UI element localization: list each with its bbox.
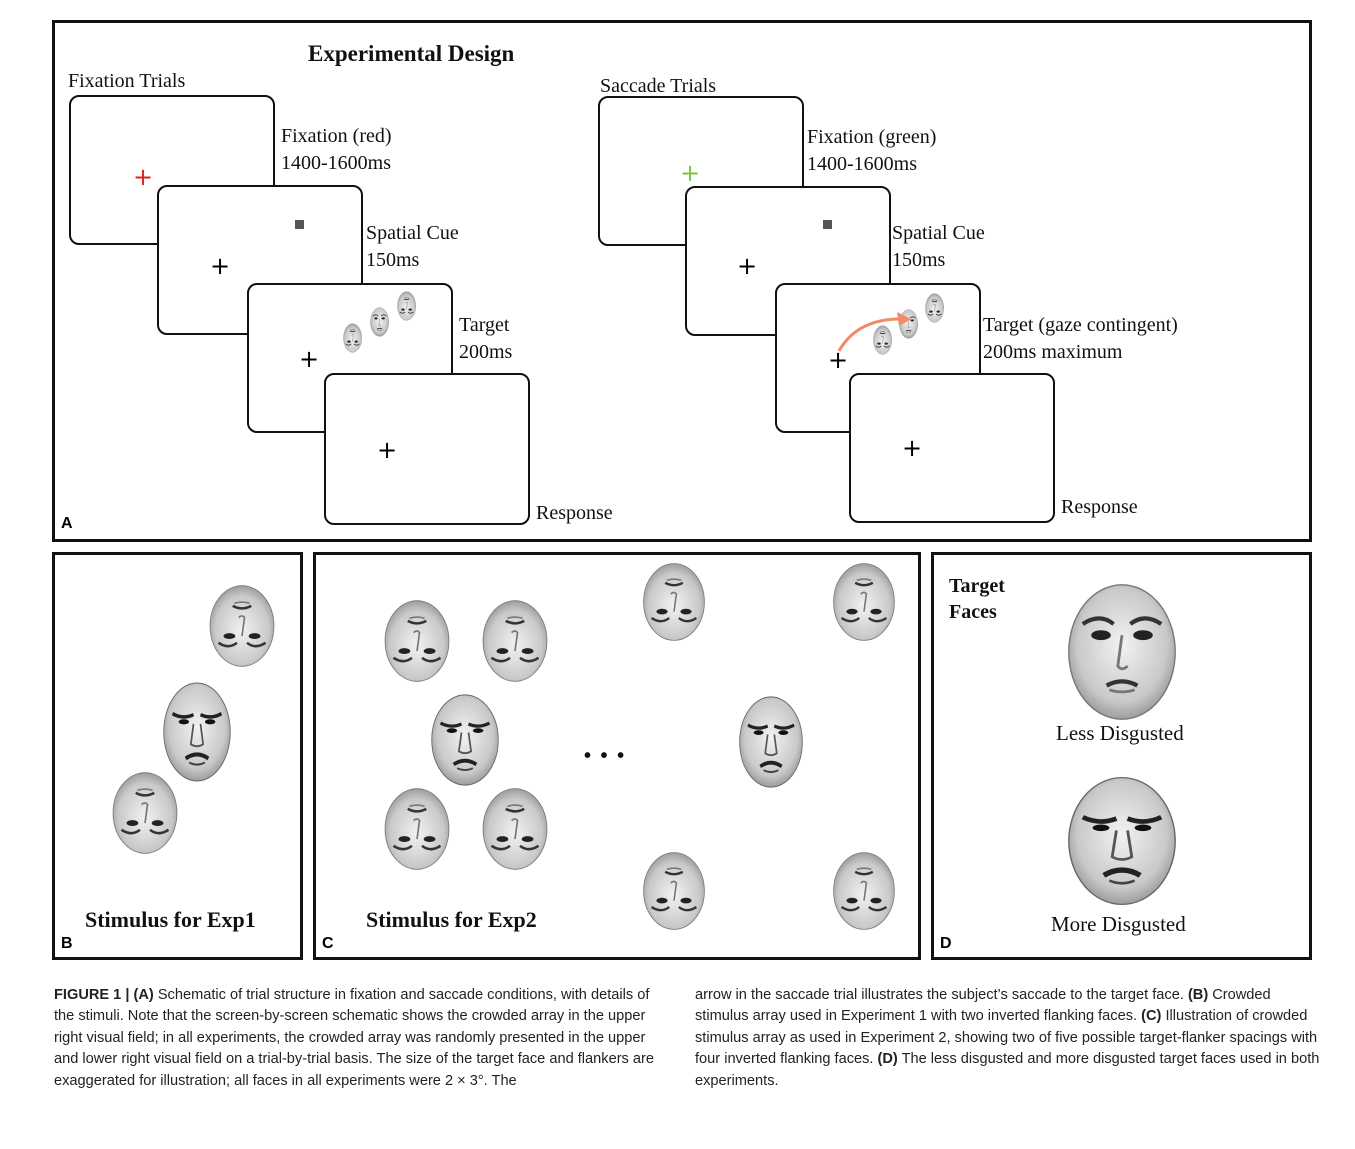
- fixation-step1-line2: 1400-1600ms: [281, 152, 391, 174]
- fixation-cross: +: [901, 434, 923, 462]
- target-face: [430, 693, 500, 787]
- saccade-step1-label: Fixation (green) 1400-1600ms: [807, 124, 936, 178]
- saccade-step3-line1: Target (gaze contingent): [983, 314, 1178, 336]
- stimulus-exp2-label: Stimulus for Exp2: [366, 907, 537, 932]
- target-faces-title: Target Faces: [949, 573, 1005, 625]
- caption-c-label: (C): [1141, 1008, 1162, 1025]
- saccade-step3-label: Target (gaze contingent) 200ms maximum: [983, 312, 1178, 366]
- panel-b: Stimulus for Exp1 B: [52, 552, 303, 960]
- panel-c: • • • Stimulus for Exp2 C: [313, 552, 921, 960]
- stimulus-exp1-label: Stimulus for Exp1: [85, 907, 256, 932]
- fixation-cross: +: [827, 346, 849, 374]
- target-faces-title-line1: Target: [949, 575, 1005, 597]
- inverted-flanker-face: [642, 851, 706, 931]
- inverted-flanker-face: [111, 771, 179, 855]
- saccade-step4-label: Response: [1061, 496, 1138, 518]
- panel-d-letter: D: [940, 935, 952, 952]
- inverted-flanker-face: [642, 562, 706, 642]
- less-disgusted-label: Less Disgusted: [1056, 721, 1184, 745]
- saccade-step1-line2: 1400-1600ms: [807, 153, 917, 175]
- caption-right-text2: Crowded stimulus array used in Experimen…: [695, 987, 1271, 1025]
- fixation-cross-red: +: [132, 163, 154, 191]
- caption-a-label: (A): [133, 987, 154, 1003]
- caption-right-text1: arrow in the saccade trial illustrates t…: [695, 987, 1188, 1003]
- fixation-step3-line1: Target: [459, 314, 510, 336]
- target-face: [738, 695, 804, 789]
- target-face: [162, 681, 232, 783]
- caption-right: arrow in the saccade trial illustrates t…: [695, 985, 1325, 1092]
- inverted-flanker-face: [832, 851, 896, 931]
- target-faces-title-line2: Faces: [949, 601, 997, 623]
- saccade-step1-line1: Fixation (green): [807, 126, 937, 148]
- fixation-step2-label: Spatial Cue 150ms: [366, 220, 459, 274]
- fixation-step1-line1: Fixation (red): [281, 125, 392, 147]
- ellipsis: • • •: [584, 745, 627, 767]
- fixation-step3-line2: 200ms: [459, 341, 513, 363]
- more-disgusted-face: [1066, 775, 1178, 907]
- fixation-cross: +: [376, 436, 398, 464]
- panel-a: Experimental Design Fixation Trials + + …: [52, 20, 1312, 542]
- inverted-flanker-face: [383, 787, 451, 871]
- caption-left: FIGURE 1 | (A) Schematic of trial struct…: [54, 985, 672, 1092]
- caption-right-text4: The less disgusted and more disgusted ta…: [695, 1051, 1320, 1089]
- fixation-cross: +: [736, 252, 758, 280]
- fixation-step1-label: Fixation (red) 1400-1600ms: [281, 123, 392, 177]
- spatial-cue: [295, 220, 304, 229]
- spatial-cue: [823, 220, 832, 229]
- saccade-trials-heading: Saccade Trials: [600, 75, 717, 97]
- fixation-cross-green: +: [679, 159, 701, 187]
- inverted-flanker-face: [383, 599, 451, 683]
- caption-left-text: Schematic of trial structure in fixation…: [54, 987, 654, 1089]
- fixation-screen-4: +: [324, 373, 530, 525]
- panel-b-letter: B: [61, 935, 73, 952]
- panel-a-title: Experimental Design: [308, 41, 515, 66]
- fixation-screen-3: +: [247, 283, 453, 433]
- caption-d-label: (D): [877, 1051, 898, 1068]
- saccade-step2-line1: Spatial Cue: [892, 222, 985, 244]
- saccade-step2-line2: 150ms: [892, 249, 946, 271]
- fixation-cross: +: [298, 345, 320, 373]
- fixation-step4-label: Response: [536, 502, 613, 524]
- fixation-step2-line2: 150ms: [366, 249, 420, 271]
- panel-a-letter: A: [61, 515, 73, 532]
- saccade-arrow: [837, 312, 911, 352]
- inverted-flanker-face: [832, 562, 896, 642]
- panel-d: Target Faces Less Disgusted More Disgust…: [931, 552, 1312, 960]
- inverted-flanker-face: [208, 584, 276, 668]
- fixation-trials-heading: Fixation Trials: [68, 70, 186, 92]
- mini-face-target-array: [343, 291, 417, 353]
- caption-b-label: (B): [1187, 987, 1209, 1003]
- more-disgusted-label: More Disgusted: [1051, 912, 1186, 936]
- less-disgusted-face: [1066, 582, 1178, 722]
- inverted-flanker-face: [481, 787, 549, 871]
- fixation-cross: +: [209, 252, 231, 280]
- saccade-step3-line2: 200ms maximum: [983, 341, 1123, 363]
- saccade-screen-3: +: [775, 283, 981, 433]
- fixation-step3-label: Target 200ms: [459, 312, 512, 366]
- saccade-screen-4: +: [849, 373, 1055, 523]
- panel-c-letter: C: [322, 935, 334, 952]
- inverted-flanker-face: [481, 599, 549, 683]
- saccade-step2-label: Spatial Cue 150ms: [892, 220, 985, 274]
- caption-figure-label: FIGURE 1 |: [54, 987, 134, 1003]
- fixation-step2-line1: Spatial Cue: [366, 222, 459, 244]
- caption-right-text3: Illustration of crowded stimulus array a…: [695, 1008, 1318, 1068]
